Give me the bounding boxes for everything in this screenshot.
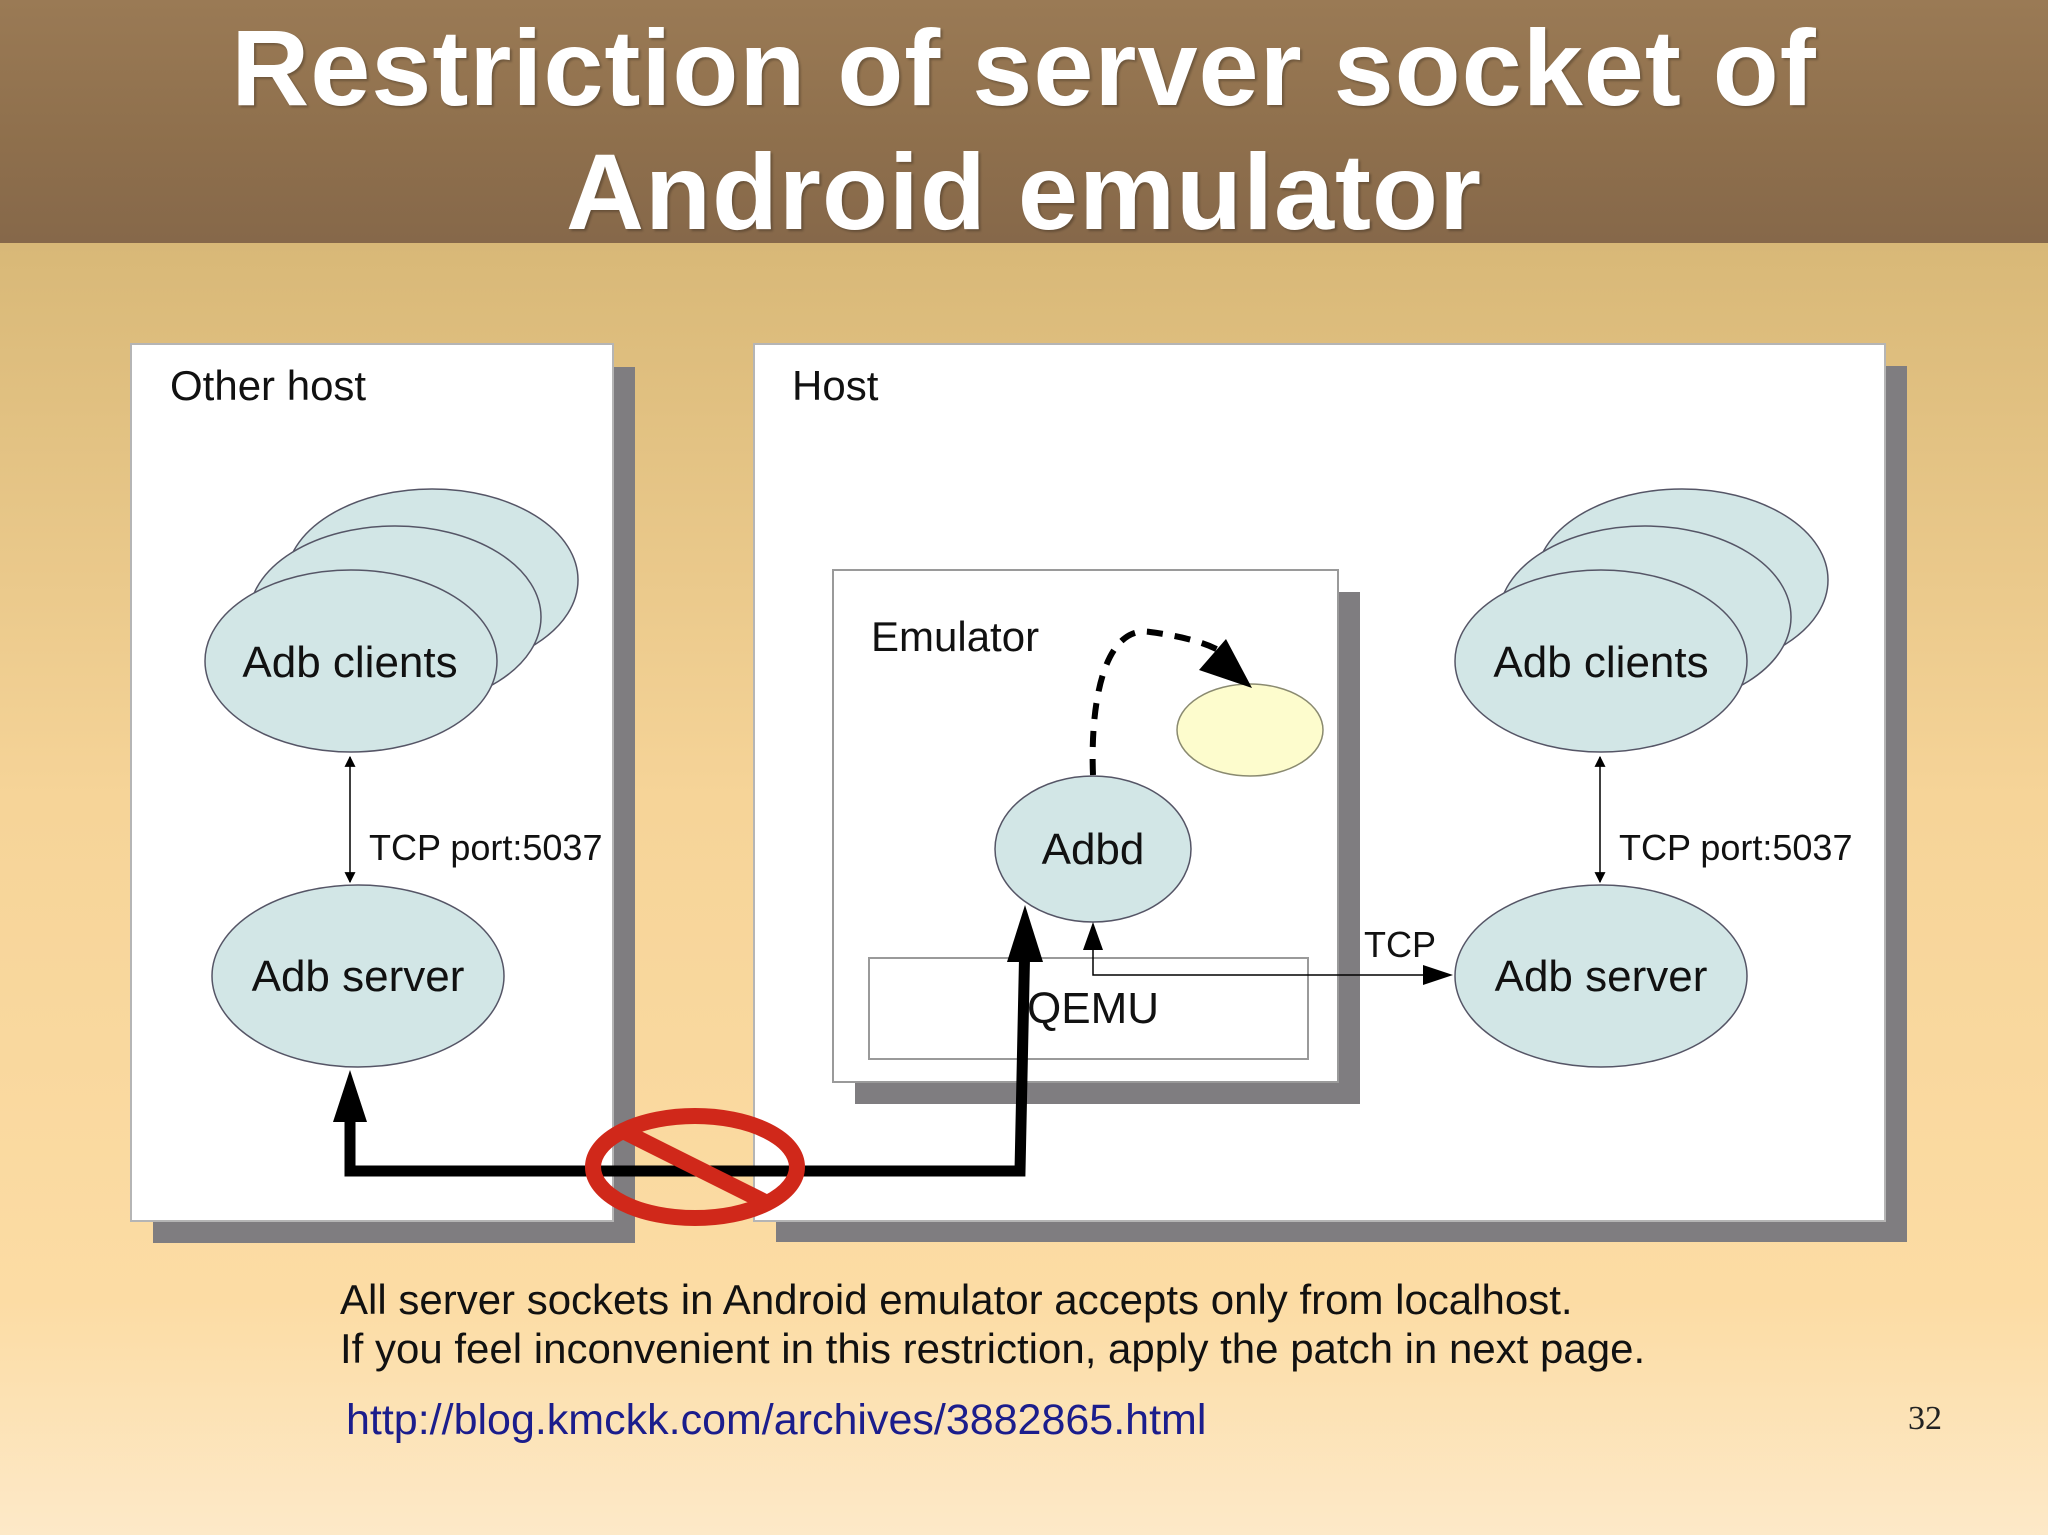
host-port-label: TCP port:5037 xyxy=(1619,827,1852,868)
host-port-connector: TCP port:5037 xyxy=(1594,755,1852,884)
host-adb-server: Adb server xyxy=(1454,884,1748,1068)
caption-line-1: All server sockets in Android emulator a… xyxy=(340,1276,1573,1323)
host-label: Host xyxy=(792,362,879,409)
source-link[interactable]: http://blog.kmckk.com/archives/3882865.h… xyxy=(346,1396,1207,1444)
caption-line-2: If you feel inconvenient in this restric… xyxy=(340,1325,1646,1372)
tcp-label: TCP xyxy=(1364,924,1436,965)
other-host-panel: Other host xyxy=(130,343,635,1243)
qemu-label: QEMU xyxy=(1027,984,1159,1033)
other-host-label: Other host xyxy=(170,362,366,409)
slide-title: Restriction of server socket of Android … xyxy=(231,7,1817,252)
title-bar: Restriction of server socket of Android … xyxy=(0,0,2048,252)
prohibited-icon xyxy=(585,1108,805,1226)
page-number: 32 xyxy=(1908,1400,1942,1437)
other-host-adb-server: Adb server xyxy=(211,884,505,1068)
other-host-port-connector: TCP port:5037 xyxy=(344,755,602,884)
host-adb-clients: Adb clients xyxy=(1454,488,1829,753)
other-host-clients-label: Adb clients xyxy=(242,638,457,687)
blocked-remote-connection xyxy=(333,905,1043,1177)
emulator-label: Emulator xyxy=(871,613,1039,660)
host-server-label: Adb server xyxy=(1495,952,1708,1001)
other-host-adb-clients: Adb clients xyxy=(204,488,579,753)
other-host-port-label: TCP port:5037 xyxy=(369,827,602,868)
adbd-node: Adbd xyxy=(994,775,1192,923)
other-host-server-label: Adb server xyxy=(252,952,465,1001)
spawned-process-node xyxy=(1176,683,1324,777)
adbd-label: Adbd xyxy=(1042,825,1145,874)
spawn-arrow xyxy=(1089,628,1252,776)
host-clients-label: Adb clients xyxy=(1493,638,1708,687)
local-tcp-connection: TCP xyxy=(1083,922,1453,985)
